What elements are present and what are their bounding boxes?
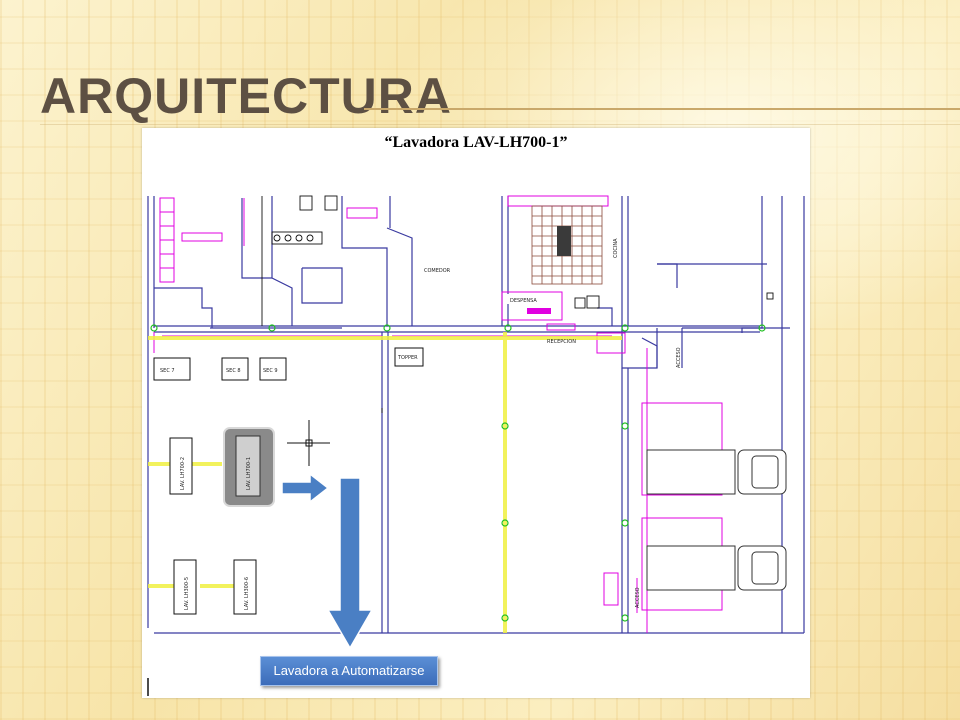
- room-label-acceso-top: ACCESO: [676, 347, 682, 368]
- title-underline: [364, 108, 960, 110]
- title-divider: [40, 124, 960, 125]
- topper-label: TOPPER: [397, 355, 418, 361]
- despensa-fixture: [527, 308, 551, 314]
- washer-label-lh300-6: LAV. LH300-6: [244, 577, 250, 610]
- floor-plan-panel: SEC 7 SEC 8 SEC 9 TOPPER LAV. LH700-2 LA…: [142, 128, 810, 698]
- arrow-right-icon: [281, 472, 330, 504]
- dryer-label-sec9: SEC 9: [263, 368, 278, 374]
- plan-column-markers: [150, 324, 766, 622]
- washer-label-lh300-5: LAV. LH300-5: [184, 577, 190, 610]
- washer-label-lh700-2: LAV. LH700-2: [180, 457, 186, 490]
- washer-boxes: [169, 437, 257, 615]
- target-washer-box: [235, 435, 261, 497]
- washer-label-lh700-1: LAV. LH700-1: [246, 457, 252, 490]
- dryer-label-sec8: SEC 8: [226, 368, 241, 374]
- dryer-boxes: [153, 347, 424, 381]
- room-label-despensa: DESPENSA: [510, 298, 537, 304]
- plan-walls: [147, 196, 805, 634]
- cocina-stove: [557, 226, 571, 256]
- plan-yellow-beams: [148, 332, 622, 633]
- callout-box-lavadora: Lavadora a Automatizarse: [260, 656, 438, 686]
- slide-title: ARQUITECTURA: [40, 68, 452, 124]
- room-label-cocina: COCINA: [613, 238, 619, 258]
- crosshair-marker: [287, 420, 330, 466]
- arrow-down-icon: [326, 477, 374, 650]
- room-label-comedor: COMEDOR: [424, 268, 451, 274]
- floor-plan-drawing: SEC 7 SEC 8 SEC 9 TOPPER LAV. LH700-2 LA…: [147, 195, 805, 696]
- dryer-label-sec7: SEC 7: [160, 368, 175, 374]
- plan-title: “Lavadora LAV-LH700-1”: [384, 134, 568, 151]
- room-label-acceso-bottom: ACCESO: [635, 587, 641, 608]
- plan-fixtures: [261, 195, 774, 413]
- room-label-recepcion: RECEPCION: [547, 339, 576, 345]
- truck-bottom: [646, 545, 787, 591]
- despensa-label-bg: [504, 294, 556, 304]
- truck-top: [646, 449, 787, 495]
